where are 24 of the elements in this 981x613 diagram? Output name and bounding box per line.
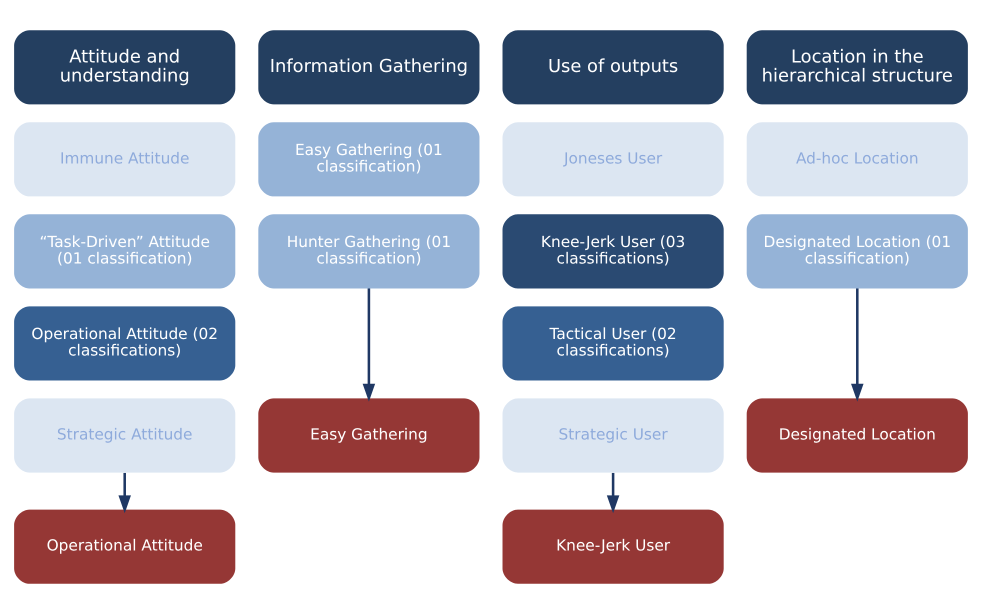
node-box: Tactical User (02 classifications) [502, 306, 724, 380]
node-box: Use of outputs [502, 30, 724, 104]
node-box: Easy Gathering (01 classification) [258, 122, 479, 196]
node-box: “Task-Driven” Attitude (01 classification) [14, 214, 235, 288]
node-box: Designated Location [746, 398, 968, 472]
node-box: Strategic Attitude [14, 398, 235, 472]
arrow [118, 472, 130, 513]
node-box: Joneses User [502, 122, 724, 196]
node-box: Knee-Jerk User [502, 509, 724, 584]
node-box: Designated Location (01 classification) [746, 214, 968, 288]
arrow [850, 288, 864, 402]
node-box: Hunter Gathering (01 classification) [258, 214, 479, 288]
node-box: Location in the hierarchical structure [746, 30, 968, 104]
arrow [362, 288, 375, 402]
node-box: Strategic User [502, 398, 724, 472]
node-box: Operational Attitude [14, 509, 235, 584]
node-box: Information Gathering [258, 30, 479, 104]
node-box: Attitude and understanding [14, 30, 235, 104]
node-box: Operational Attitude (02 classifications) [14, 306, 235, 380]
node-box: Immune Attitude [14, 122, 235, 196]
node-box: Easy Gathering [258, 398, 479, 472]
node-box: Knee-Jerk User (03 classifications) [502, 214, 724, 288]
node-box: Ad-hoc Location [746, 122, 968, 196]
arrow [606, 472, 619, 513]
